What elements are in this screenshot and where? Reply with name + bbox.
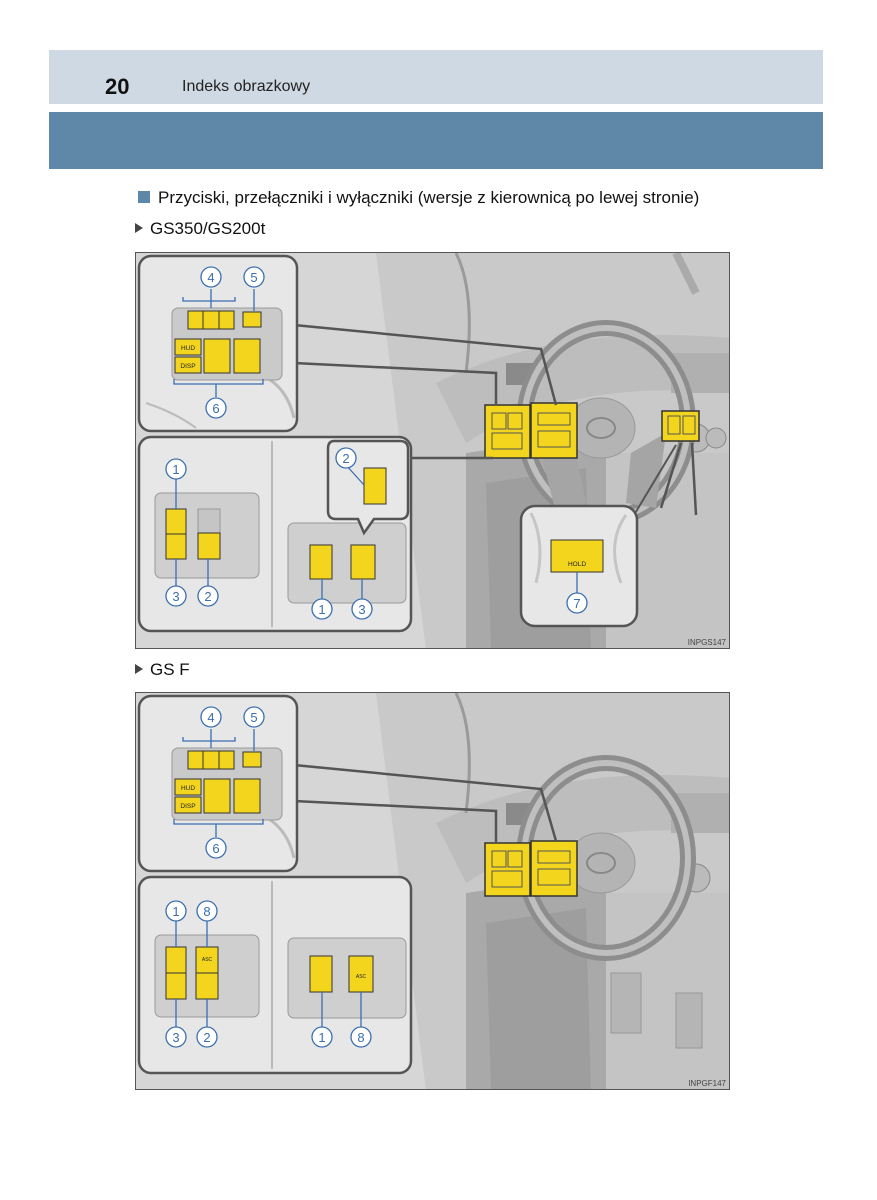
callout-4-f: 4 — [207, 710, 214, 725]
page-title: Indeks obrazkowy — [182, 78, 311, 95]
figure-1-label-text: GS350/GS200t — [150, 219, 266, 238]
hud-button-label-2: HUD — [181, 785, 195, 792]
figure-code-2: INPGF147 — [688, 1079, 726, 1088]
callout-5-f: 5 — [250, 710, 257, 725]
callout-1-f-left: 1 — [172, 904, 179, 919]
section-title: Przyciski, przełączniki i wyłączniki (we… — [158, 188, 700, 207]
section-heading: Przyciski, przełączniki i wyłączniki (we… — [138, 188, 699, 208]
callout-8-f-mid: 8 — [357, 1030, 364, 1045]
callout-5: 5 — [250, 270, 257, 285]
callout-2-f-left: 2 — [203, 1030, 210, 1045]
hud-button-label: HUD — [181, 345, 195, 352]
callout-1-f-mid: 1 — [318, 1030, 325, 1045]
callout-1-left: 1 — [172, 462, 179, 477]
callout-4: 4 — [207, 270, 214, 285]
callout-2-mid: 2 — [342, 451, 349, 466]
disp-button-label-2: DISP — [180, 803, 195, 810]
callout-6-f: 6 — [212, 841, 219, 856]
figure-1: HUD DISP 4 5 6 1 2 3 1 3 2 HOLD 7 — [135, 252, 730, 649]
figure-2-label-text: GS F — [150, 660, 190, 679]
callout-1-mid: 1 — [318, 602, 325, 617]
figure-2: HUD DISP 4 5 6 ASC 1 8 3 2 ASC 1 8 INPGF… — [135, 692, 730, 1090]
callout-6: 6 — [212, 401, 219, 416]
triangle-bullet-icon — [135, 664, 143, 674]
page-header: 20 Indeks obrazkowy — [49, 50, 823, 104]
figure-2-label: GS F — [135, 660, 190, 680]
disp-button-label: DISP — [180, 363, 195, 370]
section-square-icon — [138, 191, 150, 203]
page-number: 20 — [105, 74, 130, 99]
callout-3-mid: 3 — [358, 602, 365, 617]
triangle-bullet-icon — [135, 223, 143, 233]
hold-button-label: HOLD — [568, 561, 586, 568]
figure-1-label: GS350/GS200t — [135, 219, 265, 239]
header-band — [49, 112, 823, 169]
callout-3-f-left: 3 — [172, 1030, 179, 1045]
callout-8-f-left: 8 — [203, 904, 210, 919]
figure-code: INPGS147 — [688, 638, 727, 647]
asc-label-mid: ASC — [356, 974, 367, 980]
callout-3-left: 3 — [172, 589, 179, 604]
asc-label-left: ASC — [202, 957, 213, 963]
callout-7: 7 — [573, 596, 580, 611]
callout-2-left: 2 — [204, 589, 211, 604]
